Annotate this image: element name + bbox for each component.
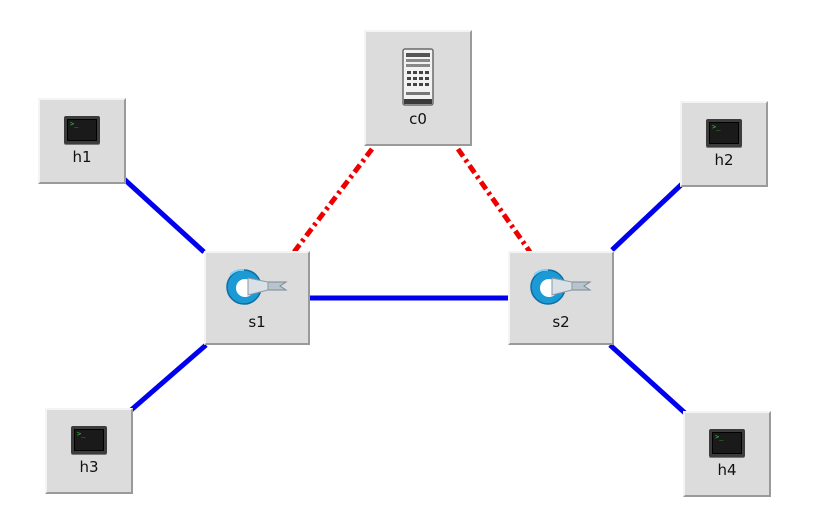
node-label: h4 bbox=[717, 461, 737, 479]
controller-node-c0[interactable]: c0 bbox=[364, 30, 472, 146]
host-node-h1[interactable]: >_ h1 bbox=[38, 98, 126, 184]
controller-server-icon bbox=[401, 48, 435, 106]
link-h4-s2[interactable] bbox=[608, 343, 687, 415]
node-label: s2 bbox=[552, 313, 570, 331]
link-c0-s2[interactable] bbox=[455, 147, 533, 254]
node-label: h2 bbox=[714, 151, 734, 169]
node-label: s1 bbox=[248, 313, 266, 331]
node-label: h3 bbox=[79, 458, 99, 476]
node-label: h1 bbox=[72, 148, 92, 166]
terminal-icon: >_ bbox=[64, 116, 100, 144]
host-node-h4[interactable]: >_ h4 bbox=[683, 411, 771, 497]
switch-node-s1[interactable]: s1 bbox=[204, 251, 310, 345]
terminal-icon: >_ bbox=[709, 429, 745, 457]
switch-node-s2[interactable]: s2 bbox=[508, 251, 614, 345]
terminal-icon: >_ bbox=[706, 119, 742, 147]
host-node-h3[interactable]: >_ h3 bbox=[45, 408, 133, 494]
link-h3-s1[interactable] bbox=[128, 343, 208, 413]
host-node-h2[interactable]: >_ h2 bbox=[680, 101, 768, 187]
link-h2-s2[interactable] bbox=[610, 182, 684, 252]
terminal-icon: >_ bbox=[71, 426, 107, 454]
openflow-switch-icon bbox=[224, 265, 290, 309]
link-c0-s1[interactable] bbox=[292, 147, 374, 254]
link-h1-s1[interactable] bbox=[122, 177, 206, 254]
node-label: c0 bbox=[409, 110, 427, 128]
openflow-switch-icon bbox=[528, 265, 594, 309]
